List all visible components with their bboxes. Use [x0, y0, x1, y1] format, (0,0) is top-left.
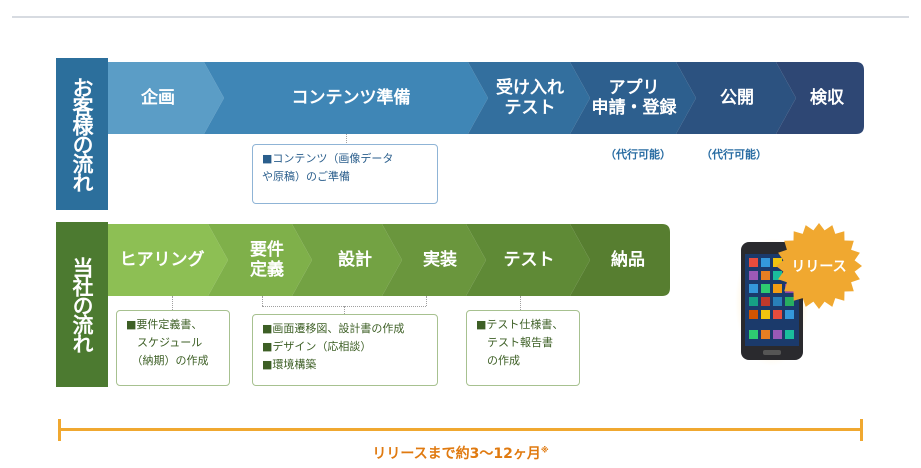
client-step-2-shape	[204, 62, 488, 134]
client-content-note-text: ■コンテンツ（画像データ や原稿）のご準備	[262, 152, 394, 183]
company-step-implementation: 実装	[423, 250, 457, 270]
client-flow-label: お客様の流れ	[56, 58, 108, 210]
timeline-footnote-mark: ※	[540, 445, 549, 455]
company-step-design: 設計	[338, 250, 372, 270]
timeline-label: リリースまで約3～12ヶ月※	[0, 443, 921, 463]
company-testing-note: ■テスト仕様書、 テスト報告書 の作成	[466, 310, 580, 386]
release-starburst	[775, 222, 863, 310]
release-timeline	[58, 419, 863, 441]
company-note-2-right-leg	[426, 296, 427, 306]
client-step-publish: 公開	[720, 88, 754, 108]
company-flow-label: 当社の流れ	[56, 222, 108, 387]
company-note-2-stem	[344, 306, 345, 314]
client-step-5-shape	[676, 62, 796, 134]
company-step-2-shape	[208, 224, 312, 296]
timeline-right-cap	[860, 419, 863, 441]
company-step-3-shape	[292, 224, 402, 296]
client-step-4-shape	[570, 62, 696, 134]
company-testing-note-text: ■テスト仕様書、 テスト報告書 の作成	[476, 318, 564, 367]
client-step-6-shape	[776, 62, 864, 134]
company-note-2-left-leg	[262, 296, 263, 306]
company-step-4-shape	[382, 224, 486, 296]
client-step-app-submission: アプリ 申請・登録	[591, 78, 677, 118]
company-note-1-connector	[172, 296, 173, 310]
company-step-hearing: ヒアリング	[119, 250, 205, 270]
client-step-acceptance-test: 受け入れ テスト	[496, 78, 564, 118]
release-badge-text: リリース	[791, 259, 847, 275]
company-note-3-connector	[520, 296, 521, 310]
timeline-label-text: リリースまで約3～12ヶ月	[372, 446, 541, 462]
company-design-note-text: ■画面遷移図、設計書の作成 ■デザイン（応相談） ■環境構築	[262, 322, 405, 371]
company-step-requirements: 要件 定義	[250, 240, 284, 280]
subnote-proxy-available-1: （代行可能）	[605, 148, 671, 161]
company-step-1-shape	[108, 224, 228, 296]
company-requirements-note: ■要件定義書、 スケジュール （納期）の作成	[116, 310, 230, 386]
company-step-delivery: 納品	[611, 250, 645, 270]
subnote-proxy-available-2: （代行可能）	[701, 148, 767, 161]
client-step-content-prep: コンテンツ準備	[291, 88, 411, 108]
timeline-bar	[58, 428, 863, 431]
company-step-testing: テスト	[503, 250, 555, 270]
client-content-note: ■コンテンツ（画像データ や原稿）のご準備	[252, 144, 438, 204]
starburst-shape	[776, 223, 862, 309]
timeline-left-cap	[58, 419, 61, 441]
company-flow-chevrons	[108, 224, 670, 296]
company-step-6-shape	[570, 224, 670, 296]
company-requirements-note-text: ■要件定義書、 スケジュール （納期）の作成	[126, 318, 209, 367]
client-step-3-shape	[468, 62, 590, 134]
client-flow-chevrons	[108, 62, 864, 134]
company-step-5-shape	[466, 224, 590, 296]
client-note-connector	[346, 134, 347, 145]
top-divider	[12, 16, 909, 18]
client-step-inspection: 検収	[810, 88, 844, 108]
client-step-1-shape	[108, 62, 224, 134]
company-design-note: ■画面遷移図、設計書の作成 ■デザイン（応相談） ■環境構築	[252, 314, 438, 386]
client-step-plan: 企画	[141, 88, 175, 108]
